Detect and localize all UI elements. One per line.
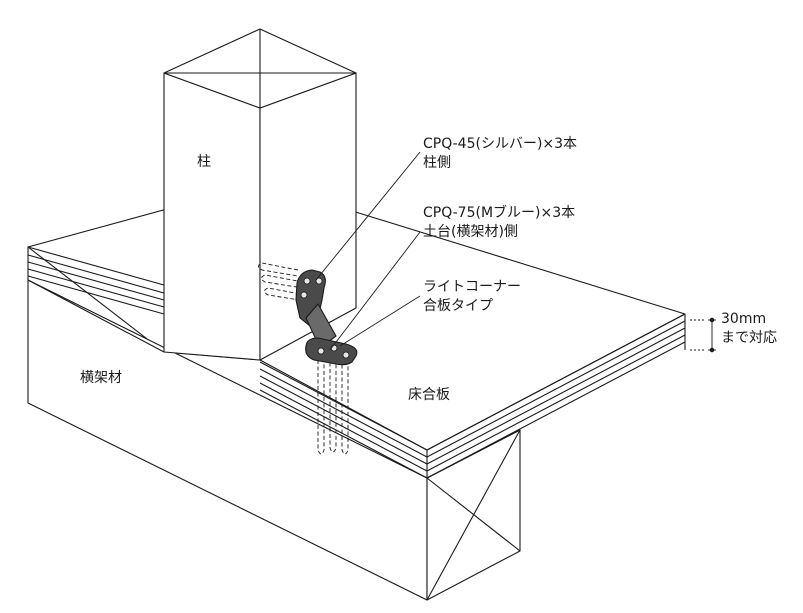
leader-screw2 — [329, 231, 421, 351]
leader-screw1 — [315, 151, 421, 281]
pillar — [163, 28, 357, 361]
beam-screws — [317, 356, 349, 455]
pillar-screws — [258, 262, 307, 302]
bracket-hole — [317, 347, 325, 355]
bracket-hole — [303, 277, 311, 285]
thickness-label-line1: 30mm — [721, 311, 767, 327]
thickness-indicator — [690, 317, 716, 353]
beam-label: 横架材 — [80, 370, 122, 386]
bracket-label-line1: ライトコーナー — [423, 279, 521, 295]
screw1-label-line2: 柱側 — [423, 155, 451, 171]
floor-board-label: 床合板 — [408, 387, 450, 403]
bracket-base-plate — [305, 337, 358, 366]
bracket-label-line2: 合板タイプ — [423, 298, 493, 314]
corner-bracket — [295, 269, 358, 366]
bracket-hole — [342, 351, 350, 359]
leader-bracket — [339, 295, 421, 347]
screw2-label-line2: 土台(横架材)側 — [423, 224, 518, 240]
screw2-label-line1: CPQ-75(Mブルー)×3本 — [423, 205, 576, 221]
floor-plywood-layers — [27, 246, 686, 479]
screw1-label-line1: CPQ-45(シルバー)×3本 — [423, 136, 578, 152]
pillar-left-face — [163, 72, 261, 361]
leader-lines — [315, 151, 421, 351]
bracket-hole — [300, 291, 308, 299]
beam-end-cross-b — [426, 429, 521, 601]
bracket-hole — [315, 277, 323, 285]
pillar-label: 柱 — [197, 154, 211, 170]
thickness-label-line2: まで対応 — [721, 330, 777, 346]
